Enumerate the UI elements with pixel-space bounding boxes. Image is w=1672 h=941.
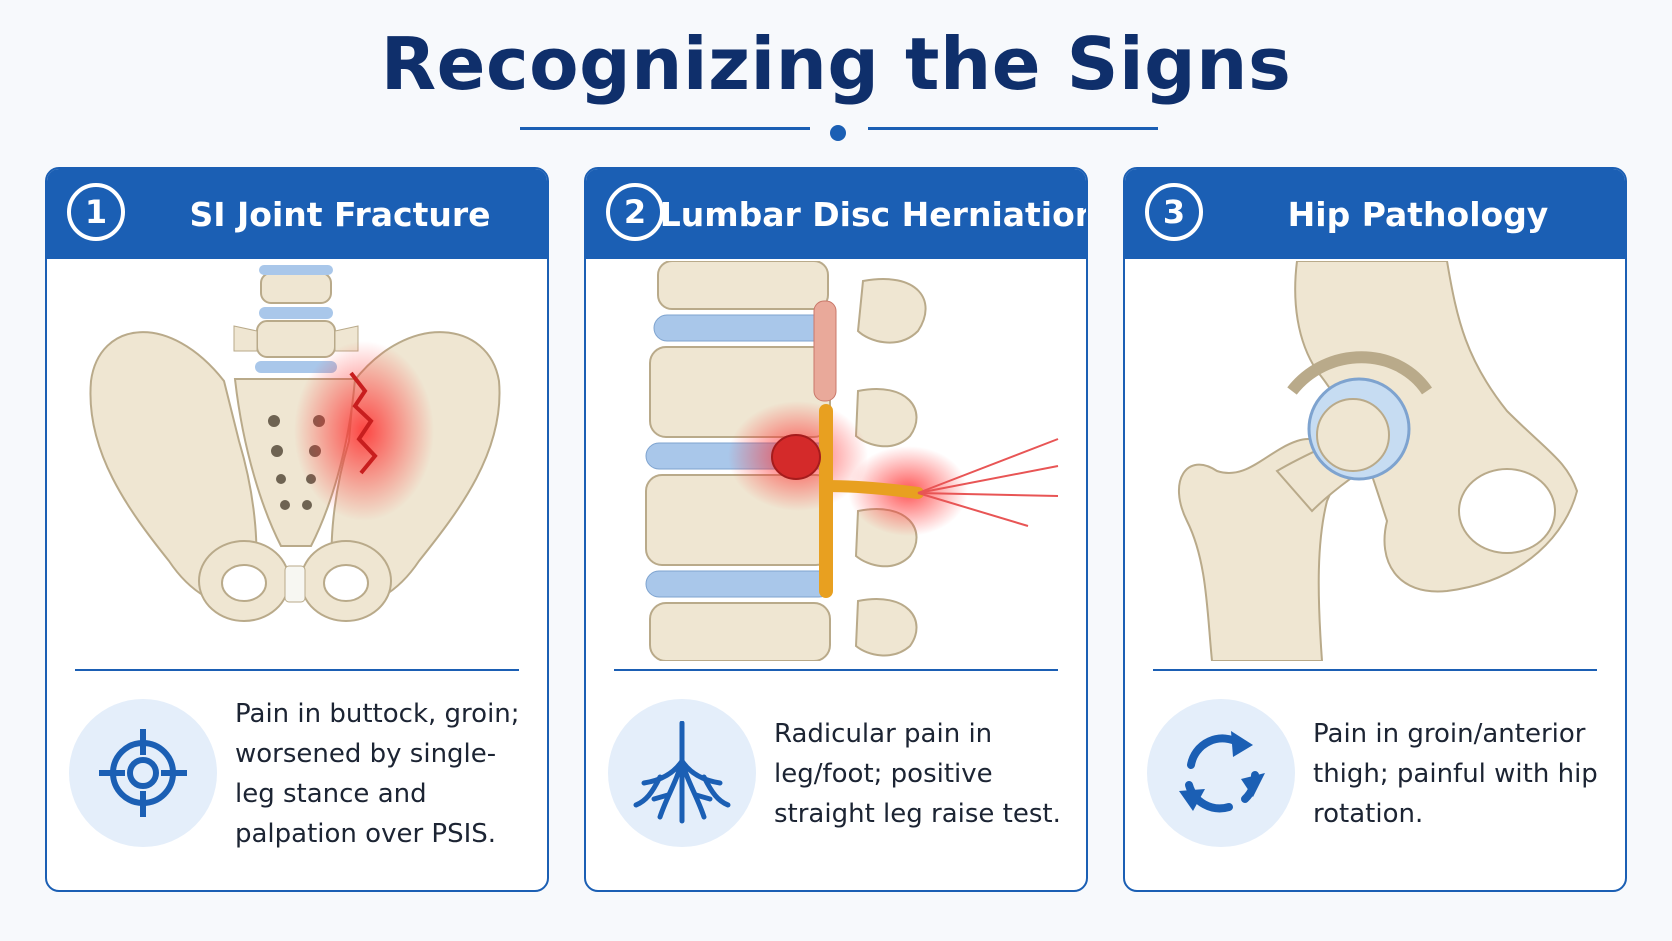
card-description: Pain in groin/anterior thigh; painful wi… <box>1313 719 1598 829</box>
hip-joint-illustration <box>1177 261 1579 661</box>
rotation-arrows-icon <box>1179 731 1265 813</box>
card-header: 3 Hip Pathology <box>1125 169 1625 259</box>
card-description: Radicular pain in leg/foot; positive str… <box>774 719 1061 829</box>
title-divider-left <box>520 127 810 130</box>
target-crosshair-icon <box>99 729 187 817</box>
card-separator <box>614 669 1058 671</box>
nerve-roots-icon <box>633 721 731 824</box>
pelvis-illustration <box>89 265 501 622</box>
card-title: SI Joint Fracture <box>189 194 491 234</box>
card-separator <box>75 669 519 671</box>
card-separator <box>1153 669 1597 671</box>
card-lumbar-disc-herniation: 2 Lumbar Disc Herniation <box>584 167 1088 892</box>
card-number-badge: 2 <box>606 183 664 241</box>
icon-badge <box>608 699 756 847</box>
card-number-badge: 1 <box>67 183 125 241</box>
title-divider-right <box>868 127 1158 130</box>
card-header: 2 Lumbar Disc Herniation <box>586 169 1086 259</box>
card-description: Pain in buttock, groin; worsened by sing… <box>235 699 520 849</box>
page-title: Recognizing the Signs <box>380 22 1292 106</box>
card-si-joint-fracture: 1 SI Joint Fracture <box>45 167 549 892</box>
card-title: Lumbar Disc Herniation <box>659 194 1088 234</box>
card-hip-pathology: 3 Hip Pathology Pain in groin/anterior t… <box>1123 167 1627 892</box>
icon-badge <box>69 699 217 847</box>
card-number-badge: 3 <box>1145 183 1203 241</box>
lumbar-spine-illustration <box>645 261 1059 661</box>
card-header: 1 SI Joint Fracture <box>47 169 547 259</box>
title-divider-dot <box>830 125 846 141</box>
icon-badge <box>1147 699 1295 847</box>
card-title: Hip Pathology <box>1287 194 1549 234</box>
